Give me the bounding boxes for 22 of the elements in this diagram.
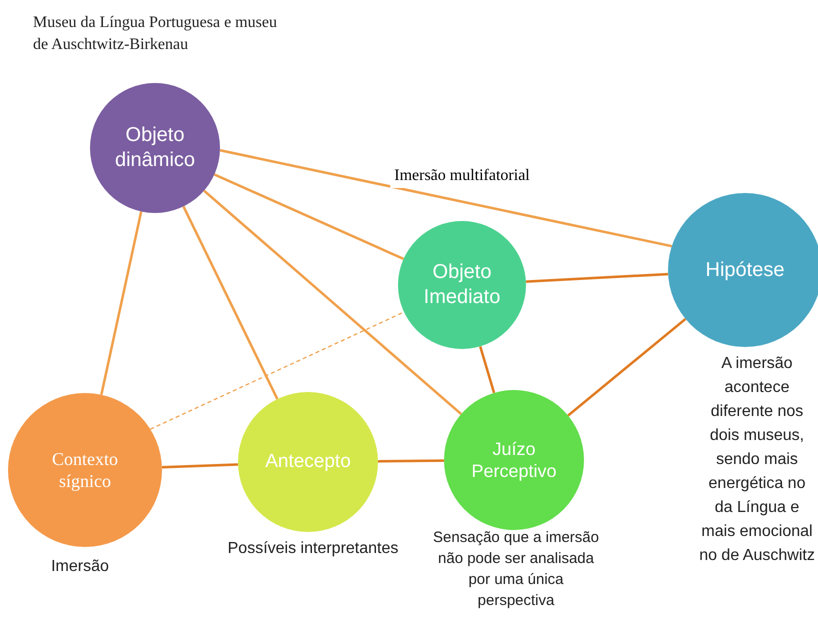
- annotation-text: Possíveis interpretantes: [226, 539, 400, 559]
- node-label: Objeto Imediato: [422, 260, 502, 310]
- connector-line: [479, 346, 496, 394]
- connector-line: [203, 190, 462, 416]
- connector-line: [100, 211, 142, 396]
- node-label: Contexto sígnico: [51, 448, 119, 492]
- annotation-text: Museu da Língua Portuguesa e museu de Auschtwitz-Birkenau: [33, 13, 278, 55]
- annotation-text: Sensação que a imersão não pode ser analisada por uma única perspectiva: [432, 528, 600, 611]
- connector-line: [526, 272, 668, 283]
- node-label: Objeto dinâmico: [114, 123, 196, 173]
- connector-line: [220, 149, 672, 248]
- connector-line: [182, 206, 278, 400]
- node-label: Hipótese: [704, 258, 786, 282]
- connector-line: [214, 173, 404, 260]
- node-label: Antecepto: [264, 450, 352, 474]
- connector-line: [567, 318, 686, 416]
- annotation-text: Imersão: [50, 557, 110, 577]
- node-label: Juízo Perceptivo: [470, 438, 558, 482]
- annotation-text: A imersão acontece diferente nos dois museus, sendo mais energética no da Língua e mais emocional no de Auschwitz: [698, 354, 816, 566]
- connector-line: [162, 463, 238, 468]
- dashed-connector: [150, 312, 404, 430]
- connector-line: [378, 459, 444, 463]
